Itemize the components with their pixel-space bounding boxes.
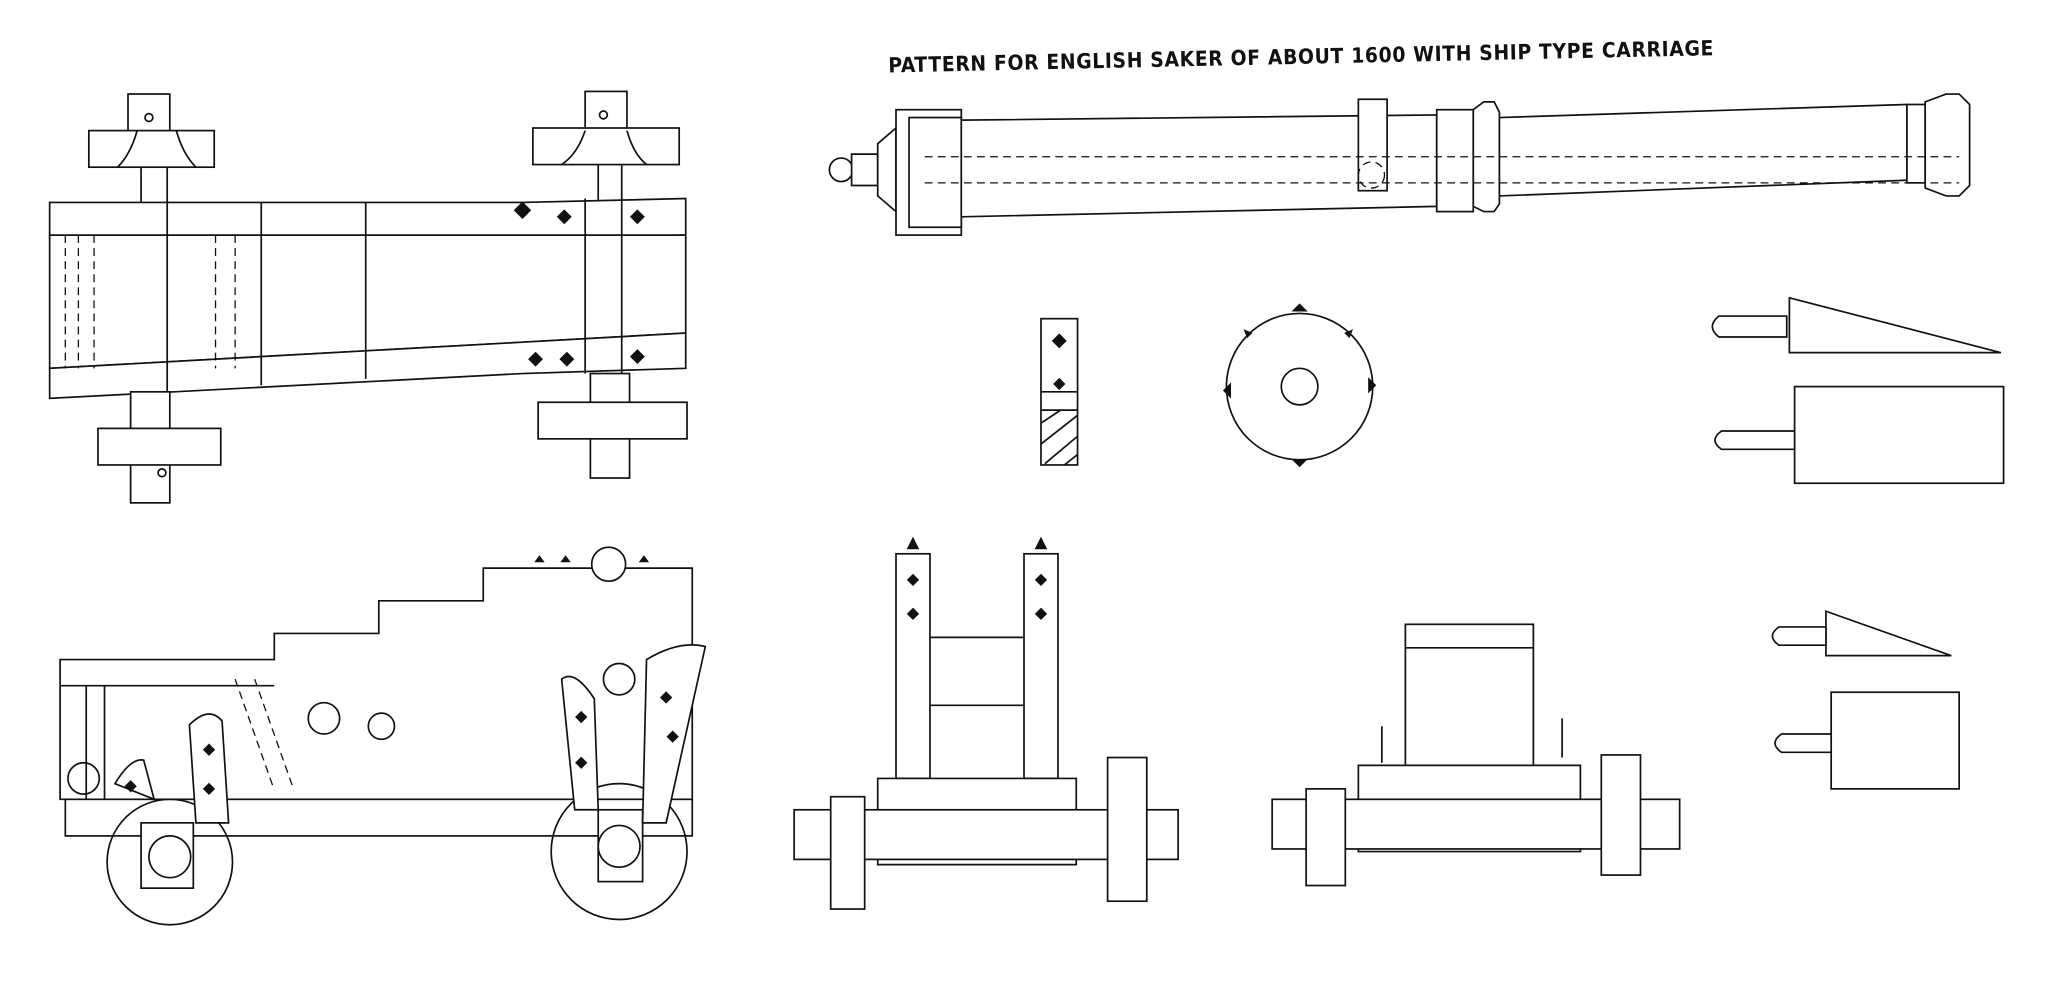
sheet-title: PATTERN FOR ENGLISH SAKER OF ABOUT 1600 … (888, 36, 1714, 77)
carriage-plan-view (48, 90, 688, 504)
carriage-side-view (59, 546, 707, 926)
quoins-and-handles (1711, 296, 2005, 790)
carriage-rear-view (1271, 623, 1681, 887)
cannon-barrel (828, 93, 1971, 236)
bed-block (1040, 317, 1079, 466)
carriage-front-view (793, 536, 1179, 910)
truck-wheel (1222, 303, 1377, 468)
